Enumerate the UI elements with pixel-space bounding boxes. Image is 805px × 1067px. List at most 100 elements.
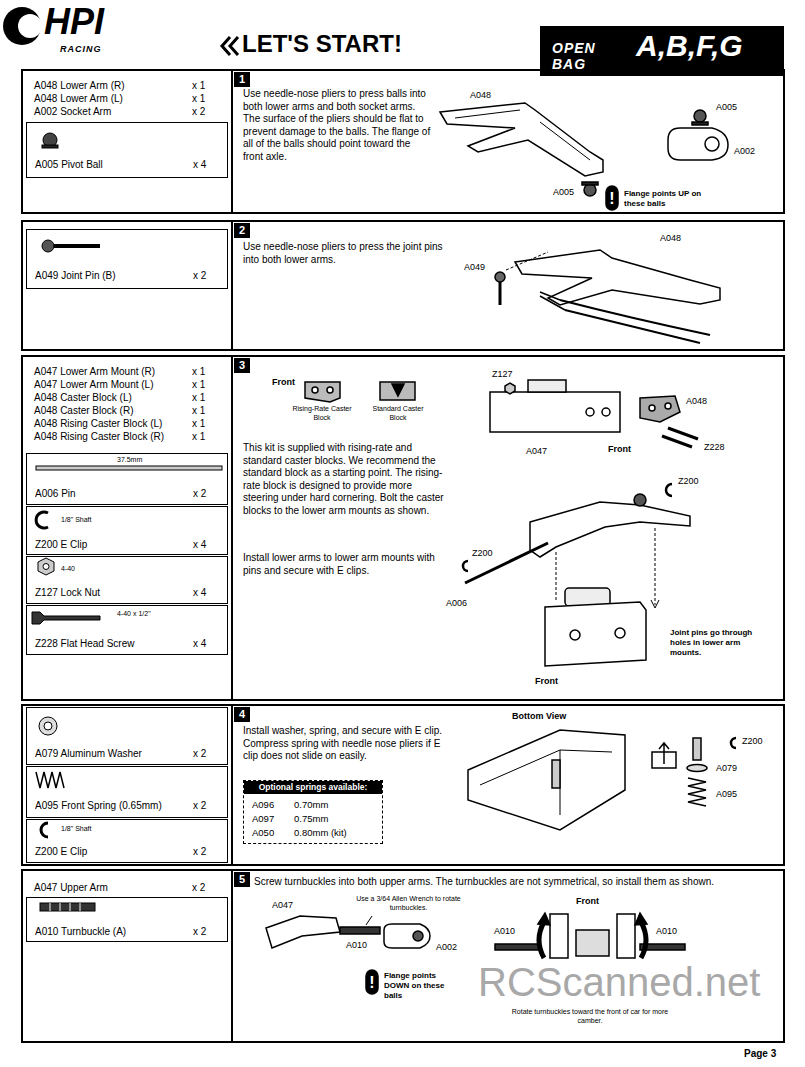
quantity: x 2 (192, 882, 222, 894)
part-icon (32, 133, 222, 911)
row-frame (231, 356, 233, 700)
part-name: A048 Lower Arm (R) (34, 80, 189, 92)
part-name: Z228 Flat Head Screw (35, 638, 190, 650)
option-cell: A096 (252, 799, 292, 810)
part-callout: A005 (716, 102, 746, 112)
part-callout: A002 (436, 942, 466, 952)
caster-block-drawing (649, 405, 655, 411)
part-name: A047 Upper Arm (34, 882, 189, 894)
part-callout: A005 (553, 187, 579, 197)
arm-mount-drawing (463, 484, 690, 666)
part-name: Z200 E Clip (35, 846, 190, 858)
part-callout: A006 (446, 598, 476, 608)
option-cell: 0.70mm (294, 799, 374, 810)
option-cell: 0.80mm (kit) (294, 827, 374, 838)
upper-arm-drawing (413, 931, 423, 941)
step-number: 5 (234, 872, 250, 887)
caster-block-drawing (505, 383, 515, 394)
arm-mount-drawing (556, 528, 655, 605)
row-frame (231, 221, 233, 350)
joint-pin-drawing (495, 250, 720, 343)
upper-arm-drawing (617, 914, 635, 958)
part-name: A006 Pin (35, 488, 190, 500)
option-cell: 0.75mm (294, 813, 374, 824)
part-name: A048 Caster Block (R) (34, 405, 189, 417)
part-box: A010 Turnbuckle (A)x 2 (26, 897, 228, 942)
step-panel: 5Screw turnbuckles into both upper arms.… (234, 872, 782, 1040)
part-name: A048 Caster Block (L) (34, 392, 189, 404)
caster-block-drawing (602, 408, 610, 416)
part-callout: A079 (716, 763, 746, 773)
upper-arm-drawing (550, 914, 568, 958)
option-heading: Optional springs available: (244, 781, 382, 794)
brand-logo: HPI (44, 4, 114, 40)
quantity: x 2 (193, 270, 223, 282)
quantity: x 2 (193, 800, 223, 812)
row-frame (22, 221, 784, 350)
parts-list: A047 Upper Armx 2 A010 Turnbuckle (A)x 2 (24, 872, 230, 1040)
direction-label: Front (535, 676, 567, 686)
part-name: A079 Aluminum Washer (35, 748, 190, 760)
spring-drawing (480, 750, 612, 815)
part-name: A047 Lower Arm Mount (L) (34, 379, 189, 391)
spring-drawing (468, 730, 736, 830)
part-icon (40, 903, 95, 911)
step-number: 1 (234, 72, 250, 87)
spring-drawing (688, 778, 706, 806)
direction-label: Front (576, 896, 610, 906)
part-icon (52, 244, 100, 248)
part-box: A049 Joint Pin (B)x 2 (26, 229, 228, 289)
caster-block-drawing (327, 387, 333, 393)
part-callout: A095 (716, 789, 746, 799)
step-number: 4 (234, 707, 250, 722)
part-callout: A048 (686, 396, 716, 406)
part-callout: Z127 (492, 369, 520, 379)
quantity: x 1 (192, 405, 222, 417)
part-callout: A002 (734, 146, 764, 156)
part-callout: Z200 (678, 476, 708, 486)
brand-subtitle: RACING (60, 44, 120, 54)
part-box: A095 Front Spring (0.65mm)x 2 (26, 766, 228, 818)
spring-drawing (552, 760, 560, 788)
caster-block-drawing (380, 382, 415, 400)
title-chevrons (222, 37, 238, 55)
parts-list: A047 Lower Arm Mount (R)x 1A047 Lower Ar… (24, 358, 230, 698)
size-note: 4-40 (61, 565, 121, 573)
direction-label: Front (272, 377, 304, 387)
upper-arm-drawing (539, 922, 646, 958)
spring-drawing (731, 738, 736, 748)
note-text: Flange points UP on these balls (624, 189, 714, 209)
caster-block-drawing (392, 384, 404, 396)
caster-block-drawing (665, 403, 671, 409)
quantity: x 1 (192, 431, 222, 443)
lower-arm-drawing (606, 186, 618, 210)
instruction-text: This kit is supplied with rising-rate an… (243, 442, 448, 517)
row-frame (22, 356, 784, 700)
step-panel: 2Use needle-nose pliers to press the joi… (234, 223, 782, 348)
part-icon (36, 772, 64, 788)
quantity: x 2 (193, 846, 223, 858)
joint-pin-drawing (495, 272, 505, 282)
part-name: A010 Turnbuckle (A) (35, 926, 190, 938)
step-panel: 4Install washer, spring, and secure with… (234, 707, 782, 863)
arm-mount-drawing (545, 602, 646, 666)
lower-arm-drawing (705, 137, 719, 151)
part-icon (44, 722, 52, 730)
part-box: 4-40Z127 Lock Nutx 4 (26, 556, 228, 604)
lower-arm-drawing (584, 184, 596, 196)
title-chevrons (222, 37, 238, 55)
lower-arm-drawing (455, 110, 590, 160)
part-callout: Z228 (704, 442, 734, 452)
arm-mount-drawing (570, 630, 580, 640)
size-note: 4-40 x 1/2" (117, 610, 197, 618)
part-callout: A048 (660, 233, 690, 243)
part-icon (41, 823, 48, 837)
quantity: x 4 (193, 638, 223, 650)
upper-arm-drawing (340, 927, 380, 934)
part-icon (50, 903, 80, 911)
note-text: Use a 3/64 Allen Wrench to rotate turnbu… (356, 895, 461, 912)
part-callout: A010 (346, 940, 376, 950)
part-name: A095 Front Spring (0.65mm) (35, 800, 190, 812)
quantity: x 4 (193, 587, 223, 599)
arm-mount-drawing (666, 484, 672, 496)
